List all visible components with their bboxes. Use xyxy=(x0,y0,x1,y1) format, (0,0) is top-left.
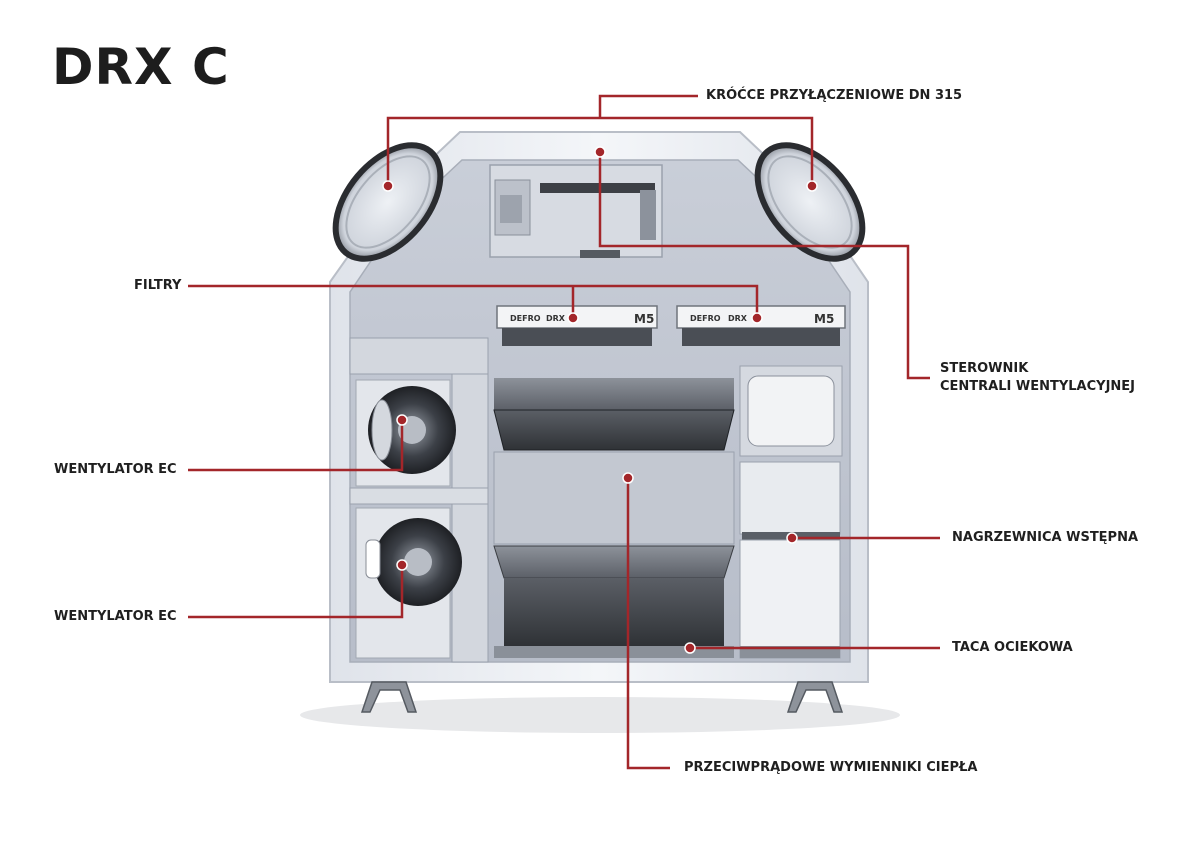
label-sterownik: STEROWNIK CENTRALI WENTYLACYJNEJ xyxy=(940,360,1135,396)
callout-lines xyxy=(188,94,940,770)
heat-exchanger-upper xyxy=(493,378,735,451)
port-right xyxy=(754,142,866,262)
panel-upper-left xyxy=(349,337,489,375)
label-nagrzewnica: NAGRZEWNICA WSTĘPNA xyxy=(952,530,1139,545)
line-wymienniki xyxy=(626,478,670,770)
callout-dots xyxy=(382,146,818,654)
label-wentylator-lower: WENTYLATOR EC xyxy=(54,609,177,624)
exchanger-separator xyxy=(493,451,735,545)
filter-right-model: DRX xyxy=(728,314,748,323)
line-sterownik xyxy=(598,152,930,380)
filter-right: DEFRO DRX M5 xyxy=(676,305,846,346)
label-wentylator-upper: WENTYLATOR EC xyxy=(54,462,177,477)
label-wymienniki: PRZECIWPRĄDOWE WYMIENNIKI CIEPŁA xyxy=(684,760,978,775)
filter-left-model: DRX xyxy=(546,314,566,323)
filter-left-brand: DEFRO xyxy=(510,314,541,323)
filter-right-brand: DEFRO xyxy=(690,314,721,323)
filter-right-class: M5 xyxy=(814,312,834,326)
fan-lower xyxy=(355,507,462,659)
filter-left: DEFRO DRX M5 xyxy=(496,305,658,346)
controller-compartment xyxy=(489,164,663,258)
access-opening xyxy=(747,375,835,447)
label-filtry: FILTRY xyxy=(134,278,182,293)
panel-mid-left xyxy=(349,487,489,505)
label-sterownik-line1: STEROWNIK xyxy=(940,361,1029,376)
preheater-compartment xyxy=(739,461,841,535)
label-taca: TACA OCIEKOWA xyxy=(952,640,1073,655)
divider-lower-left xyxy=(451,503,489,663)
unit-feet xyxy=(360,681,844,713)
line-krocce xyxy=(598,94,698,118)
line-wentylator-lower xyxy=(188,565,404,619)
line-filtry xyxy=(188,284,759,318)
floor-shadow xyxy=(300,697,900,733)
filter-left-class: M5 xyxy=(634,312,654,326)
panel-right-lower xyxy=(739,539,841,659)
heat-exchanger-lower xyxy=(493,545,735,658)
divider-upper-left xyxy=(451,373,489,489)
label-krocce: KRÓĆCE PRZYŁĄCZENIOWE DN 315 xyxy=(706,88,963,103)
line-wentylator-upper xyxy=(188,420,404,472)
label-sterownik-line2: CENTRALI WENTYLACYJNEJ xyxy=(940,379,1135,394)
port-left xyxy=(332,142,444,262)
product-title: DRX C xyxy=(52,38,230,96)
